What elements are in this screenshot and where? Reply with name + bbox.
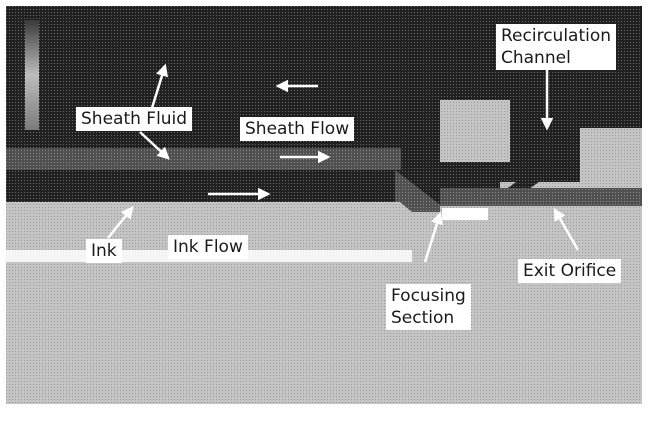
label-focusing-line2: Section (391, 308, 455, 328)
exit-channel (440, 188, 642, 206)
arrow-ink (107, 206, 134, 239)
arrow-sheath-fluid-up (150, 63, 169, 109)
label-sheath-flow: Sheath Flow (240, 117, 355, 141)
color-scale-bar (25, 20, 39, 130)
focusing-slot (442, 208, 488, 220)
label-exit-orifice: Exit Orifice (518, 259, 622, 283)
label-recirculation-line1: Recirculation (501, 26, 612, 46)
label-ink: Ink (86, 239, 122, 263)
label-ink-flow: Ink Flow (168, 235, 248, 259)
arrow-focusing (423, 211, 443, 263)
label-sheath-fluid: Sheath Fluid (76, 107, 193, 131)
bottom-strip (6, 370, 642, 404)
ink-region (6, 202, 412, 250)
arrow-sheath-fluid-down (139, 131, 170, 160)
label-recirculation-line2: Channel (501, 48, 571, 68)
arrow-exit-orifice (553, 207, 580, 251)
far-right-block (590, 128, 642, 184)
recirculation-channel-shape (505, 90, 580, 192)
sheath-channel (6, 148, 401, 170)
focusing-taper (395, 170, 440, 212)
label-focusing-line1: Focusing (391, 286, 466, 306)
label-recirculation-channel: Recirculation Channel (496, 24, 617, 70)
right-block (440, 100, 510, 162)
ink-channel (6, 170, 406, 202)
label-focusing-section: Focusing Section (386, 284, 471, 330)
